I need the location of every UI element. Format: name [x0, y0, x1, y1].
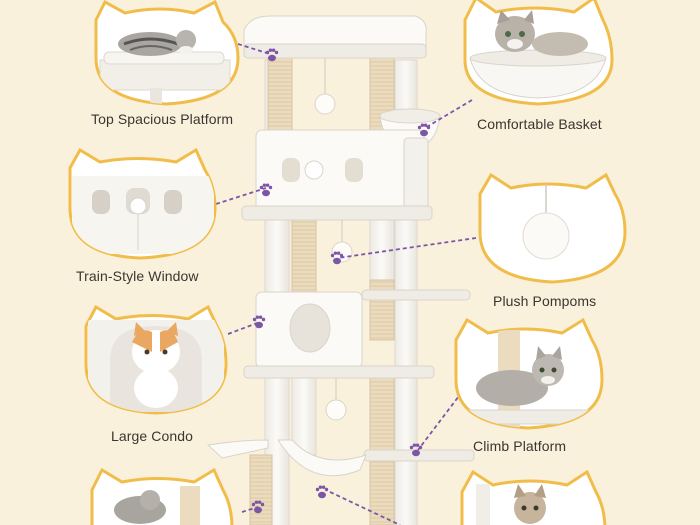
badge-top-platform	[94, 0, 240, 106]
badge-basket	[463, 0, 614, 106]
paw-markers	[251, 48, 431, 514]
paw-icon	[251, 500, 265, 514]
badge-window	[68, 147, 217, 260]
paw-icon	[409, 443, 423, 457]
paw-icon	[259, 183, 273, 197]
paw-icon	[330, 251, 344, 265]
badge-bottom-left	[90, 467, 234, 525]
label-climb: Climb Platform	[473, 438, 567, 454]
paw-icon	[315, 485, 329, 499]
badge-pompoms	[478, 172, 627, 284]
badge-condo	[84, 304, 228, 415]
leader-lines	[215, 43, 477, 525]
paw-icon	[417, 123, 431, 137]
label-pompoms: Plush Pompoms	[493, 293, 597, 309]
label-window: Train-Style Window	[76, 268, 199, 284]
badge-bottom-right	[460, 469, 607, 525]
label-top-platform: Top Spacious Platform	[91, 111, 234, 127]
paw-icon	[265, 48, 279, 62]
paw-icon	[252, 315, 266, 329]
badge-climb	[454, 317, 604, 430]
label-basket: Comfortable Basket	[477, 116, 602, 132]
label-condo: Large Condo	[111, 428, 194, 444]
cat-tree	[206, 15, 475, 525]
